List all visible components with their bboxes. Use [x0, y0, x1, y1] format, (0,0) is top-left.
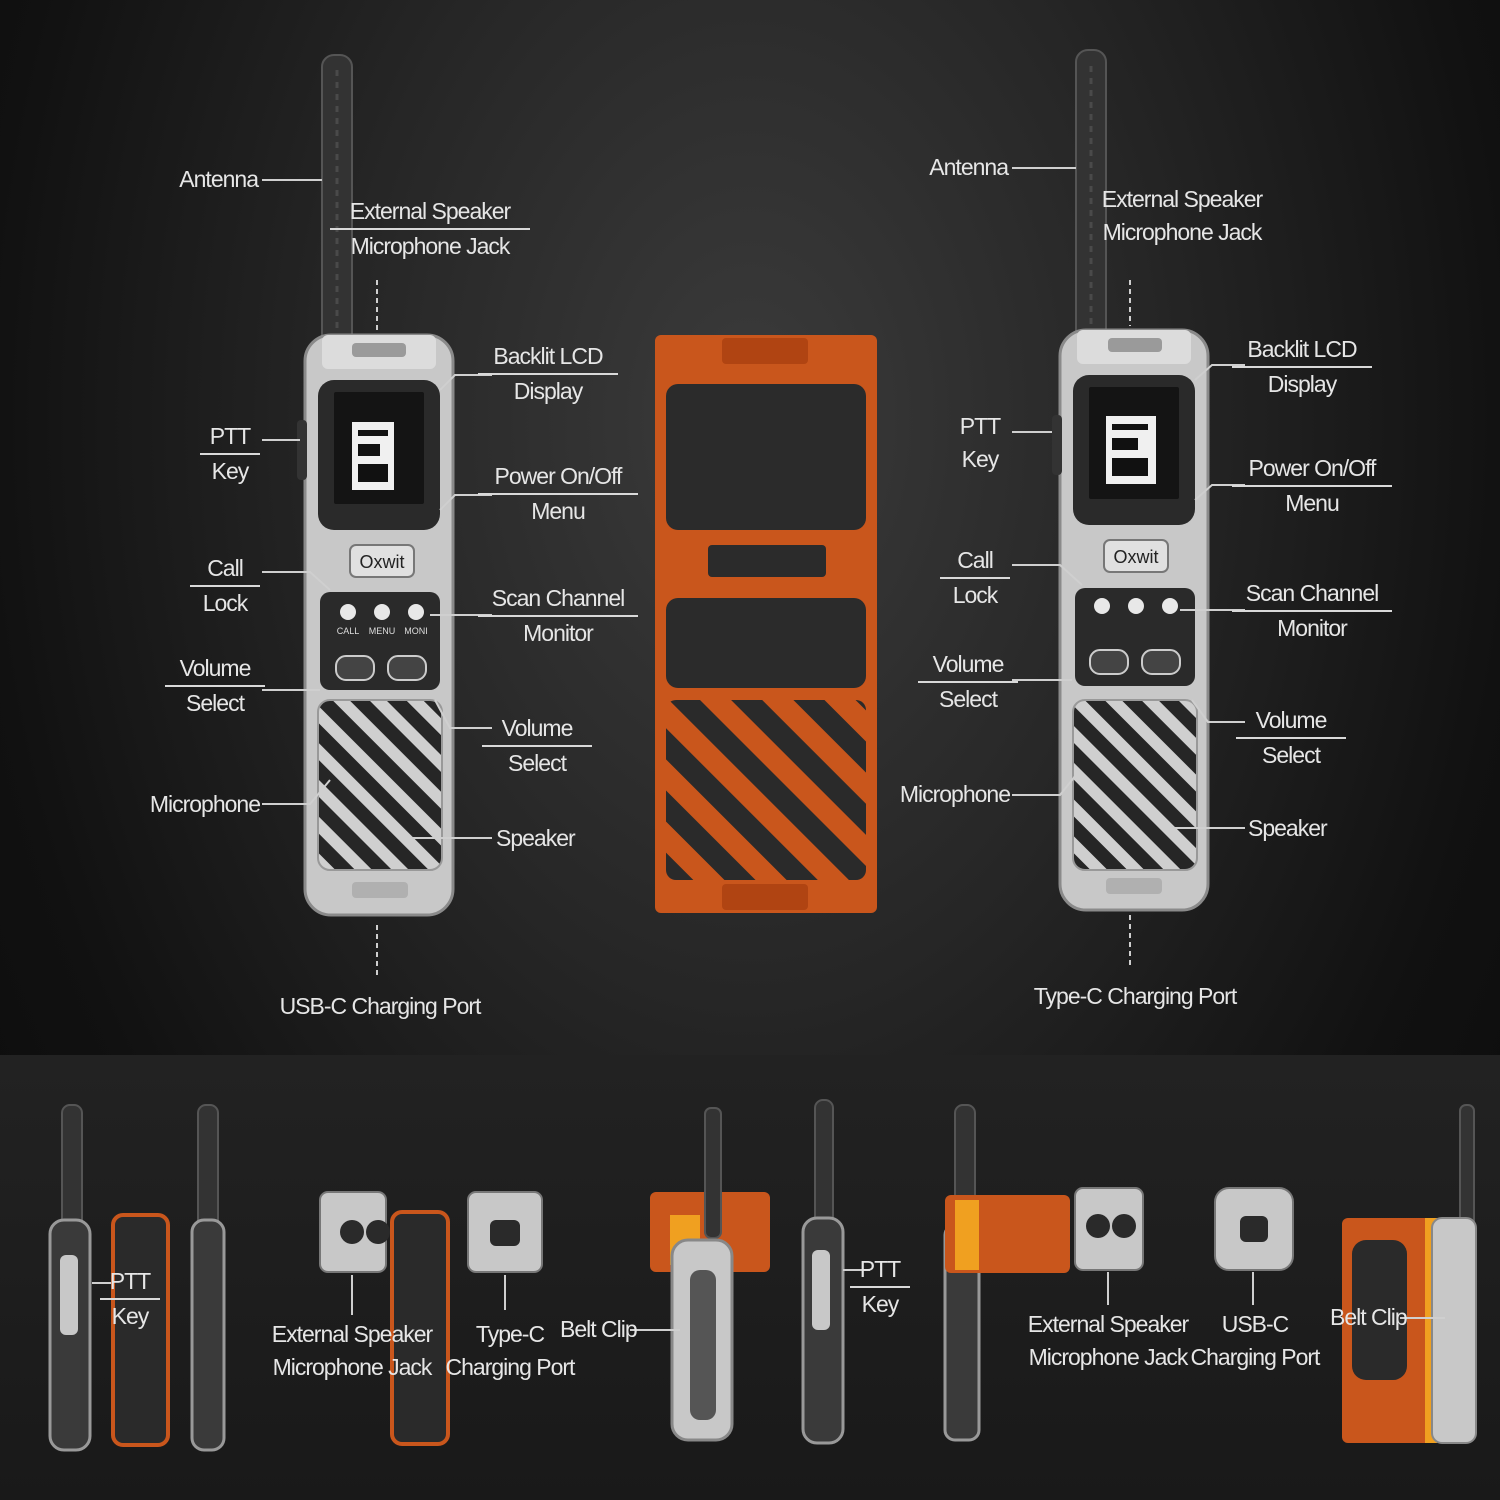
label-bottom-clip-1: Belt Clip	[560, 1316, 638, 1342]
volume-down-key[interactable]	[335, 655, 375, 681]
label-left-speaker: Speaker	[496, 825, 576, 851]
moni-key[interactable]	[408, 604, 424, 620]
call-key[interactable]	[340, 604, 356, 620]
left-radio: Oxwit CALL MENU MONI	[297, 54, 455, 917]
belt-clip-view-1	[650, 1107, 770, 1442]
belt-clip	[1431, 1217, 1477, 1444]
side-view-orange-2	[390, 1210, 450, 1446]
label-left-bottom-port: USB-C Charging Port	[279, 993, 482, 1019]
side-view-4	[943, 1104, 1070, 1442]
brand-plate	[1103, 539, 1169, 573]
menu-key-label: MENU	[369, 626, 396, 636]
side-view-orange-1	[111, 1213, 170, 1447]
ptt-key[interactable]	[812, 1250, 830, 1330]
orange-back-grill	[666, 700, 866, 880]
label-left-antenna: Antenna	[179, 166, 259, 192]
top-view-1	[319, 1191, 390, 1273]
bottom-row-views	[48, 1099, 1477, 1452]
speaker-grill	[317, 699, 443, 871]
right-radio: Oxwit	[1052, 49, 1210, 912]
speaker-grill	[1072, 699, 1198, 871]
ptt-key[interactable]	[1052, 415, 1062, 475]
bottom-view-2	[1214, 1187, 1294, 1271]
label-right-speaker: Speaker	[1248, 815, 1328, 841]
label-bottom-clip-2: Belt Clip	[1330, 1304, 1408, 1330]
right-leaders	[1012, 167, 1245, 965]
menu-key[interactable]	[1128, 598, 1144, 614]
call-key-label: CALL	[337, 626, 360, 636]
volume-down-key[interactable]	[1089, 649, 1129, 675]
label-right-mic: Microphone	[899, 781, 1011, 807]
ptt-key[interactable]	[297, 420, 307, 480]
orange-back-label-slot	[708, 545, 826, 577]
label-right-antenna: Antenna	[929, 154, 1009, 180]
menu-key[interactable]	[374, 604, 390, 620]
brand-text: Oxwit	[1114, 547, 1159, 567]
orange-back-upper-panel	[666, 384, 866, 530]
bottom-views-panel	[0, 1055, 1500, 1500]
belt-clip-view-2	[1342, 1104, 1477, 1444]
brand-text: Oxwit	[360, 552, 405, 572]
usbc-port-icon	[1240, 1216, 1268, 1242]
left-leaders	[262, 179, 492, 975]
top-view-2	[1074, 1187, 1144, 1271]
back-view-orange	[655, 335, 877, 913]
volume-up-key[interactable]	[387, 655, 427, 681]
orange-back-middle-panel	[666, 598, 866, 688]
side-view-1	[48, 1104, 92, 1452]
bottom-view-1	[467, 1191, 543, 1273]
call-key[interactable]	[1094, 598, 1110, 614]
side-view-2	[190, 1104, 226, 1452]
ptt-key[interactable]	[60, 1255, 78, 1335]
typec-port-icon	[490, 1220, 520, 1246]
moni-key-label: MONI	[404, 626, 428, 636]
volume-up-key[interactable]	[1141, 649, 1181, 675]
label-right-bottom-port: Type-C Charging Port	[1033, 983, 1237, 1009]
label-left-mic: Microphone	[149, 791, 261, 817]
ext-jack-icon	[1086, 1214, 1110, 1238]
brand-plate	[349, 544, 415, 578]
moni-key[interactable]	[1162, 598, 1178, 614]
ext-jack-icon	[340, 1220, 364, 1244]
side-view-3	[801, 1099, 845, 1445]
